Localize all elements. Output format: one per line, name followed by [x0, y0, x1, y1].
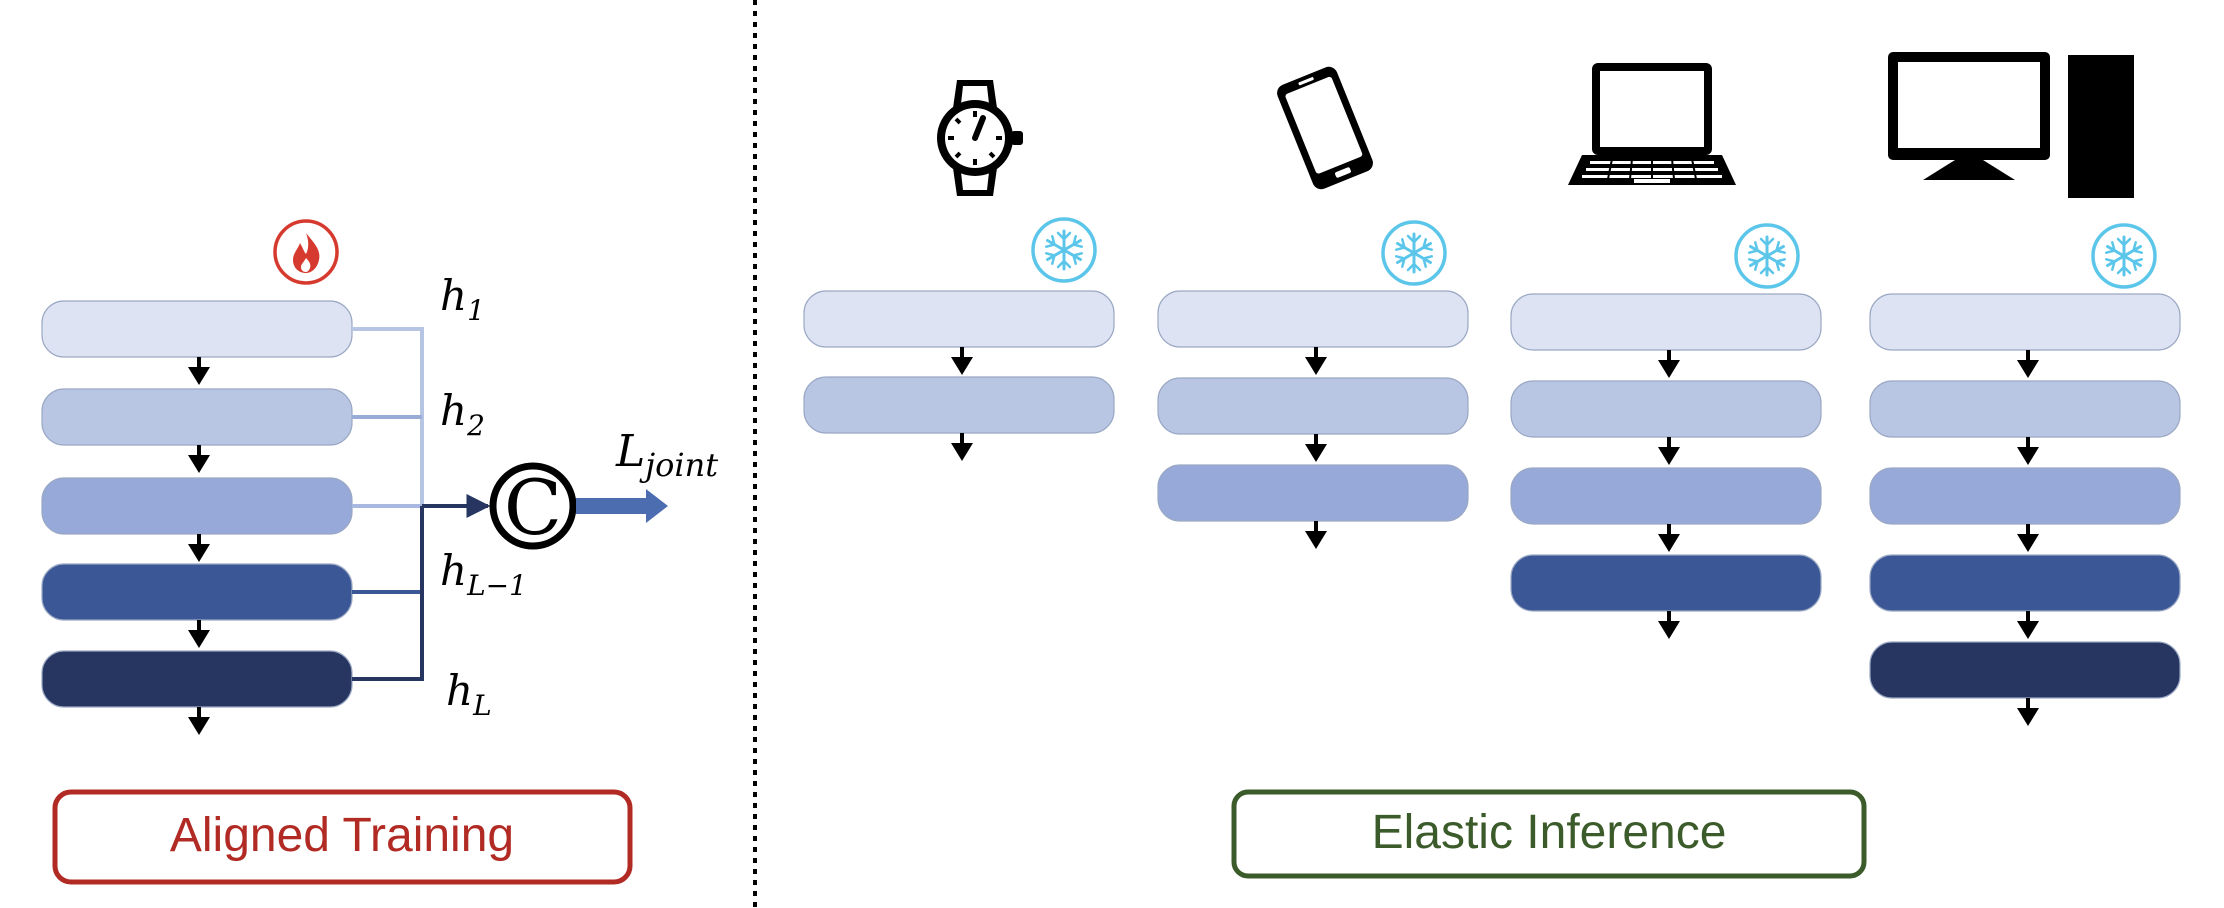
inference-layer-1	[1510, 293, 1822, 351]
desktop-computer-icon	[1888, 52, 2134, 198]
inference-layer-1	[1157, 290, 1469, 348]
down-arrow	[188, 534, 210, 562]
down-arrow	[2017, 611, 2039, 639]
inference-stack-2	[1157, 220, 1469, 549]
down-arrow	[1658, 437, 1680, 465]
smartphone-icon	[1277, 66, 1373, 190]
inference-stack-4	[1869, 223, 2181, 726]
inference-stack-1	[803, 217, 1115, 461]
inference-panel: Elastic Inference	[803, 52, 2181, 879]
snowflake-icon	[1381, 220, 1447, 286]
down-arrow	[188, 707, 210, 735]
inference-layer-3	[1157, 464, 1469, 522]
inference-layer-4	[1869, 554, 2181, 612]
svg-text:Elastic Inference: Elastic Inference	[1372, 806, 1727, 859]
training-layer-3	[41, 477, 353, 535]
inference-layer-2	[1157, 377, 1469, 435]
feature-connectors	[352, 327, 491, 681]
down-arrow	[951, 347, 973, 375]
down-arrow	[1658, 611, 1680, 639]
inference-layer-2	[1869, 380, 2181, 438]
inference-layer-1	[1869, 293, 2181, 351]
training-layer-4	[41, 563, 353, 621]
inference-layer-3	[1869, 467, 2181, 525]
snowflake-icon	[1031, 217, 1097, 283]
training-layer-stack	[41, 300, 353, 735]
inference-stack-3	[1510, 223, 1822, 639]
svg-text:Aligned Training: Aligned Training	[170, 809, 514, 862]
output-arrow	[576, 489, 668, 523]
down-arrow	[2017, 350, 2039, 378]
inference-layer-3	[1510, 467, 1822, 525]
down-arrow	[1305, 434, 1327, 462]
inference-layer-4	[1510, 554, 1822, 612]
snowflake-icon	[1734, 223, 1800, 289]
training-layer-5	[41, 650, 353, 708]
label-h2: h2	[440, 386, 485, 442]
down-arrow	[2017, 698, 2039, 726]
down-arrow	[2017, 524, 2039, 552]
down-arrow	[2017, 437, 2039, 465]
aligned-training-caption: Aligned Training	[52, 789, 633, 885]
down-arrow	[951, 433, 973, 461]
down-arrow	[1305, 521, 1327, 549]
inference-layer-5	[1869, 641, 2181, 699]
inference-layer-1	[803, 290, 1115, 348]
down-arrow	[188, 620, 210, 648]
label-h-l: hL	[446, 666, 492, 722]
snowflake-icon	[2091, 223, 2157, 289]
down-arrow	[188, 445, 210, 473]
fire-icon	[273, 219, 339, 285]
laptop-icon	[1568, 63, 1736, 185]
smartwatch-icon	[937, 80, 1023, 196]
down-arrow	[1658, 350, 1680, 378]
training-layer-2	[41, 388, 353, 446]
concatenation-node: C	[489, 462, 577, 552]
down-arrow	[1305, 347, 1327, 375]
down-arrow	[1658, 524, 1680, 552]
label-h1: h1	[440, 271, 485, 327]
loss-label: Ljoint	[615, 426, 718, 484]
training-panel: h1 h2 hL−1 hL C Ljoint Aligned Training	[41, 219, 718, 885]
training-layer-1	[41, 300, 353, 358]
label-h-l-minus-1: hL−1	[440, 546, 527, 602]
down-arrow	[188, 357, 210, 385]
concat-symbol: C	[504, 463, 562, 552]
inference-layer-2	[1510, 380, 1822, 438]
inference-layer-2	[803, 376, 1115, 434]
elastic-inference-caption: Elastic Inference	[1231, 789, 1867, 879]
inference-stacks	[803, 217, 2181, 726]
